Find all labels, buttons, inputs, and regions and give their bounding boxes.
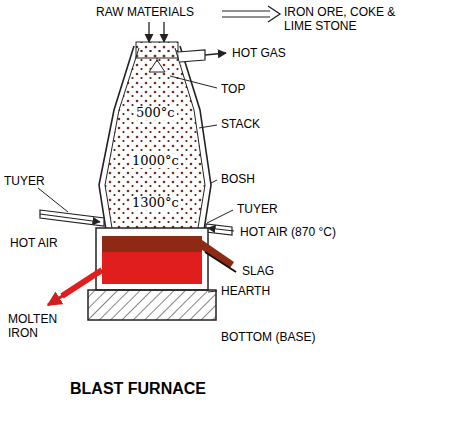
part-label: TOP [221, 82, 281, 96]
part-label: TUYER [237, 202, 297, 216]
figure-caption: BLAST FURNACE [70, 380, 206, 398]
part-label: BOSH [221, 172, 281, 186]
temperature-label: 1300°c [130, 196, 181, 210]
part-label: BOTTOM (BASE) [221, 330, 361, 344]
output-label: MOLTEN IRON [8, 312, 66, 340]
output-label: HOT GAS [232, 46, 322, 60]
part-label: STACK [221, 117, 291, 131]
input-label: RAW MATERIALS [96, 5, 220, 19]
part-label: TUYER [4, 174, 64, 188]
material-list: IRON ORE, COKE & LIME STONE [284, 5, 410, 33]
part-label: SLAG [242, 264, 302, 278]
temperature-label: 1000°c [130, 154, 181, 168]
input-label: HOT AIR (870 °C) [240, 225, 380, 239]
input-label: HOT AIR [10, 236, 90, 250]
temperature-label: 500°c [134, 106, 177, 120]
part-label: HEARTH [221, 284, 301, 298]
